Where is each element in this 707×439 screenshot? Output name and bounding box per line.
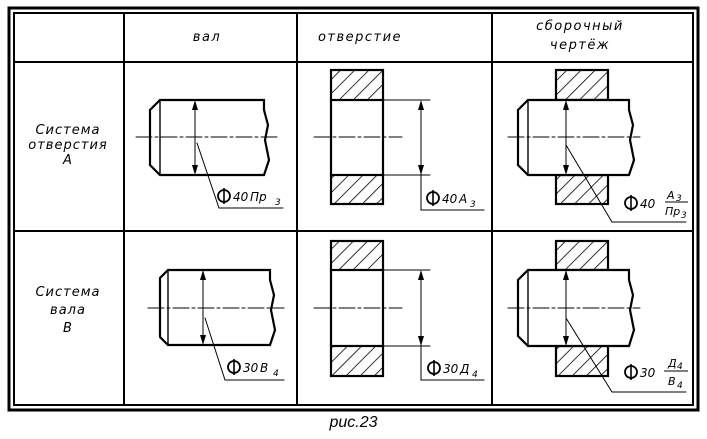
row1-hole-size: 40 bbox=[442, 192, 458, 206]
row1-label-line1: Система bbox=[35, 123, 100, 138]
row1-assembly-drawing bbox=[507, 68, 687, 223]
row2-label-line2: вала bbox=[50, 303, 86, 318]
row1-fit-size: 40 bbox=[640, 197, 656, 211]
row1-fit-den: Пр bbox=[665, 205, 680, 218]
row1-hole-drawing bbox=[313, 68, 485, 211]
row2-shaft-letters: В bbox=[260, 361, 268, 375]
row1-fit-num: А bbox=[666, 189, 675, 202]
row2-hole-dimension: 30 Д 4 bbox=[427, 360, 478, 380]
row2-shaft-size: 30 bbox=[243, 361, 259, 375]
row2-label-line1: Система bbox=[35, 285, 100, 300]
row1-hole-sub: 3 bbox=[470, 200, 476, 210]
row2-hole-sub: 4 bbox=[472, 370, 478, 380]
row2-hole-size: 30 bbox=[443, 362, 459, 376]
row2-fit-den: В bbox=[668, 375, 676, 388]
row1-fit-den-sub: 3 bbox=[681, 211, 687, 221]
row1-label-line2: отверстия bbox=[28, 138, 107, 153]
row1-hole-letters: А bbox=[458, 192, 467, 206]
row1-shaft-dimension: 40 Пр 3 bbox=[217, 188, 281, 208]
table-frame bbox=[7, 6, 700, 412]
header-hole: отверстие bbox=[318, 30, 402, 45]
row1-shaft-size: 40 bbox=[233, 190, 249, 204]
row2-fit-num: Д bbox=[667, 357, 677, 370]
row1-fit-dimension: 40 А 3 Пр 3 bbox=[624, 189, 688, 221]
row1-hole-dimension: 40 А 3 bbox=[426, 190, 476, 210]
row2-hole-drawing bbox=[313, 239, 485, 381]
row2-label-line3: В bbox=[63, 321, 73, 336]
row1-shaft-letters: Пр bbox=[250, 190, 267, 204]
row2-assembly-drawing bbox=[507, 239, 687, 393]
row2-fit-den-sub: 4 bbox=[677, 381, 683, 391]
row2-fit-size: 30 bbox=[640, 366, 656, 380]
header-assembly-line2: чертёж bbox=[550, 38, 610, 53]
row2-fit-dimension: 30 Д 4 В 4 bbox=[624, 357, 688, 391]
row2-hole-letters: Д bbox=[459, 362, 469, 376]
row1-shaft-drawing bbox=[135, 98, 284, 209]
row1-shaft-sub: 3 bbox=[275, 198, 281, 208]
header-shaft: вал bbox=[193, 30, 221, 45]
row1-label-line3: А bbox=[62, 153, 73, 168]
header-assembly-line1: сборочный bbox=[536, 19, 624, 34]
row2-fit-num-sub: 4 bbox=[677, 362, 683, 372]
row1-fit-num-sub: 3 bbox=[676, 194, 682, 204]
row2-shaft-sub: 4 bbox=[273, 369, 279, 379]
row2-shaft-dimension: 30 В 4 bbox=[227, 359, 279, 379]
row2-shaft-drawing bbox=[147, 268, 285, 381]
figure-caption: рис.23 bbox=[329, 414, 378, 431]
